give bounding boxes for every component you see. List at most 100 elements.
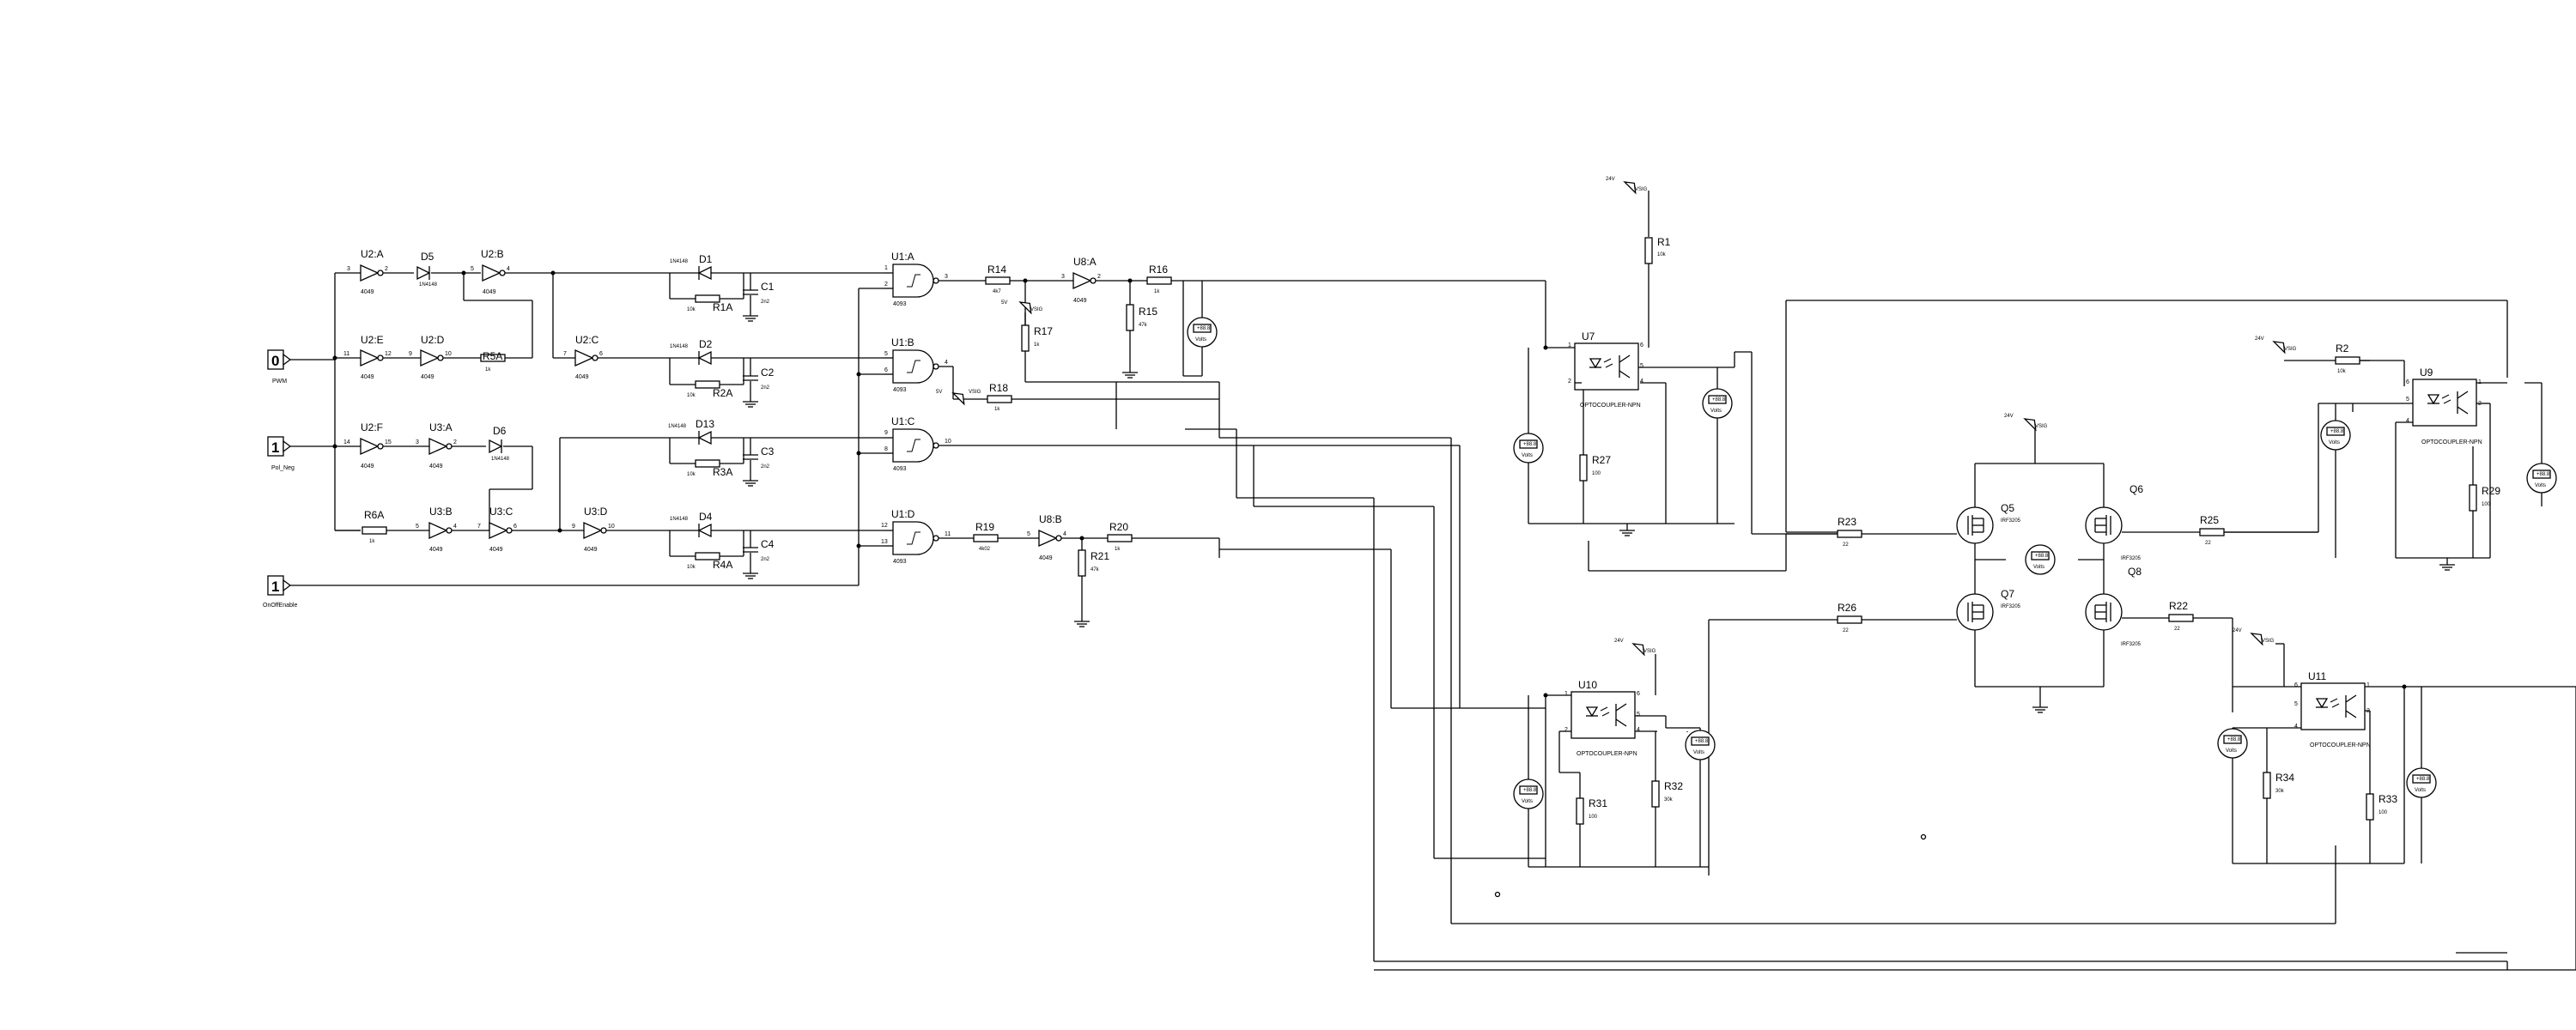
diode-d6[interactable]: D6 1N4148 [489, 425, 510, 462]
svg-text:2n2: 2n2 [761, 557, 770, 562]
resistor-r6a[interactable]: R6A 1k [361, 509, 387, 544]
svg-text:U7: U7 [1582, 330, 1595, 342]
optocoupler-u10[interactable]: U10 OPTOCOUPLER-NPN 1 2 6 5 4 [1564, 679, 1640, 757]
gate-u2c[interactable]: U2:C 4049 7 6 [563, 334, 603, 380]
supply-24v-u9: 24V VSIG [2255, 336, 2297, 354]
diode-d5[interactable]: D5 1N4148 [416, 251, 438, 288]
resistor-r27[interactable]: R27 100 [1579, 454, 1611, 482]
svg-text:5: 5 [2294, 701, 2298, 707]
voltmeter-u11-out: +88.8 Volts [2406, 767, 2437, 798]
diode-d4[interactable]: D4 1N4148 [670, 511, 713, 538]
svg-text:PWM: PWM [272, 379, 287, 385]
diode-d1[interactable]: D1 1N4148 [670, 253, 713, 281]
svg-text:9: 9 [572, 524, 575, 530]
resistor-r3a[interactable]: R3A 10k [687, 459, 732, 478]
mosfet-q6[interactable]: Q6 IRF3205 [2085, 483, 2143, 561]
voltmeter-u11-in: +88.8 Volts [2217, 728, 2248, 759]
resistor-r21[interactable]: R21 47k [1078, 549, 1109, 577]
svg-text:6: 6 [1637, 691, 1640, 697]
gate-u2e[interactable]: U2:E 4049 11 12 [343, 334, 392, 380]
svg-text:R17: R17 [1034, 325, 1053, 337]
resistor-r33[interactable]: R33 100 [2366, 793, 2397, 821]
svg-text:4: 4 [1063, 531, 1066, 537]
resistor-r19[interactable]: R19 4k02 [973, 521, 999, 552]
svg-text:10k: 10k [687, 307, 696, 312]
resistor-r17[interactable]: R17 1k [1021, 324, 1053, 352]
svg-text:U8:B: U8:B [1039, 513, 1062, 525]
optocoupler-u11[interactable]: U11 OPTOCOUPLER-NPN 6 5 4 1 2 [2294, 670, 2371, 748]
svg-text:7: 7 [477, 524, 481, 530]
resistor-r14[interactable]: R14 4k7 [985, 264, 1011, 294]
resistor-r34[interactable]: R34 30k [2263, 772, 2294, 799]
resistor-r26[interactable]: R26 22 [1837, 602, 1862, 633]
gate-u3d[interactable]: U3:D 4049 9 10 [572, 506, 615, 553]
resistor-r20[interactable]: R20 1k [1107, 521, 1133, 552]
svg-text:Q6: Q6 [2129, 483, 2143, 495]
resistor-r15[interactable]: R15 47k [1126, 304, 1157, 331]
gate-u3a[interactable]: U3:A 4049 3 2 [416, 421, 457, 470]
svg-text:+88.8: +88.8 [1197, 326, 1211, 331]
gate-u1c[interactable]: U1:C 4093 9 8 10 [884, 415, 951, 472]
svg-text:U3:B: U3:B [429, 506, 453, 518]
gate-u1a[interactable]: U1:A 4093 1 2 3 [884, 251, 948, 307]
gate-u3b[interactable]: U3:B 4049 5 4 [416, 506, 457, 553]
capacitor-c2[interactable]: C2 2n2 [742, 367, 775, 391]
resistor-r5a[interactable]: R5A 1k [480, 350, 506, 373]
svg-text:8: 8 [884, 446, 888, 452]
resistor-r2[interactable]: R2 10k [2335, 342, 2360, 374]
resistor-r16[interactable]: R16 1k [1146, 264, 1172, 294]
resistor-r23[interactable]: R23 22 [1837, 516, 1862, 548]
capacitor-c4[interactable]: C4 2n2 [742, 538, 775, 562]
gate-u2f[interactable]: U2:F 4049 14 15 [343, 421, 392, 470]
svg-text:47k: 47k [1139, 323, 1148, 328]
resistor-r18[interactable]: R18 1k [987, 382, 1012, 412]
gate-u3c[interactable]: U3:C 4049 7 6 [477, 506, 517, 553]
capacitor-c3[interactable]: C3 2n2 [742, 445, 775, 470]
svg-text:3: 3 [416, 439, 419, 445]
signal-routing [1115, 300, 2508, 970]
diode-d2[interactable]: D2 1N4148 [670, 338, 713, 366]
resistor-r31[interactable]: R31 100 [1576, 797, 1607, 825]
voltmeter-u7-out: +88.8 Volts [1702, 388, 1733, 419]
capacitor-c1[interactable]: C1 2n2 [742, 281, 775, 305]
resistor-r22[interactable]: R22 22 [2168, 600, 2194, 632]
resistor-r32[interactable]: R32 30k [1651, 780, 1683, 808]
resistor-r25[interactable]: R25 22 [2199, 514, 2225, 546]
svg-text:4049: 4049 [483, 289, 496, 295]
gate-u2b[interactable]: U2:B 4049 5 4 [471, 248, 510, 295]
resistor-r2a[interactable]: R2A 10k [687, 380, 732, 399]
svg-text:4049: 4049 [361, 464, 374, 470]
svg-text:3: 3 [347, 266, 350, 272]
gate-u2a[interactable]: U2:A 4049 3 2 [347, 248, 388, 295]
svg-text:24V: 24V [1614, 639, 1624, 644]
mosfet-q8[interactable]: Q8 IRF3205 [2085, 566, 2142, 647]
svg-text:R33: R33 [2379, 793, 2397, 805]
optocoupler-u7[interactable]: U7 OPTOCOUPLER-NPN 1 2 6 5 4 [1568, 330, 1643, 409]
svg-text:2n2: 2n2 [761, 385, 770, 391]
svg-text:1N4148: 1N4148 [419, 282, 438, 288]
input-onoff-enable[interactable]: 1 OnOffEnable [263, 575, 859, 609]
resistor-r29[interactable]: R29 100 [2469, 484, 2500, 512]
svg-text:Pol_Neg: Pol_Neg [271, 465, 295, 471]
resistor-r1a[interactable]: R1A 10k [687, 294, 732, 313]
input-pwm[interactable]: 0 PWM [267, 349, 335, 385]
diode-d13[interactable]: D13 1N4148 [668, 418, 714, 445]
gate-u1d[interactable]: U1:D 4093 12 13 11 [881, 508, 951, 565]
svg-text:Volts: Volts [1195, 337, 1206, 342]
optocoupler-u9[interactable]: U9 OPTOCOUPLER-NPN 6 5 4 1 2 [2406, 367, 2482, 445]
gate-u8a[interactable]: U8:A 4049 3 2 [1061, 256, 1101, 304]
gate-u8b[interactable]: U8:B 4049 5 4 [1027, 513, 1066, 561]
resistor-r4a[interactable]: R4A 10k [687, 552, 732, 571]
gate-u1b[interactable]: U1:B 4093 5 6 4 [884, 336, 948, 393]
svg-text:6: 6 [884, 367, 888, 373]
mosfet-q7[interactable]: Q7 IRF3205 [1956, 588, 2021, 631]
svg-text:4049: 4049 [429, 547, 443, 553]
input-pol-neg[interactable]: 1 Pol_Neg [267, 436, 335, 471]
supply-24v-bridge: 24V VSIG [2004, 414, 2048, 431]
svg-text:R5A: R5A [483, 350, 502, 362]
voltmeter-u9-in: +88.8 Volts [2320, 420, 2351, 451]
mosfet-q5[interactable]: Q5 IRF3205 [1956, 502, 2021, 544]
resistor-r1[interactable]: R1 10k [1644, 236, 1671, 264]
gate-u2d[interactable]: U2:D 4049 9 10 [409, 334, 452, 380]
svg-text:4093: 4093 [893, 466, 907, 472]
